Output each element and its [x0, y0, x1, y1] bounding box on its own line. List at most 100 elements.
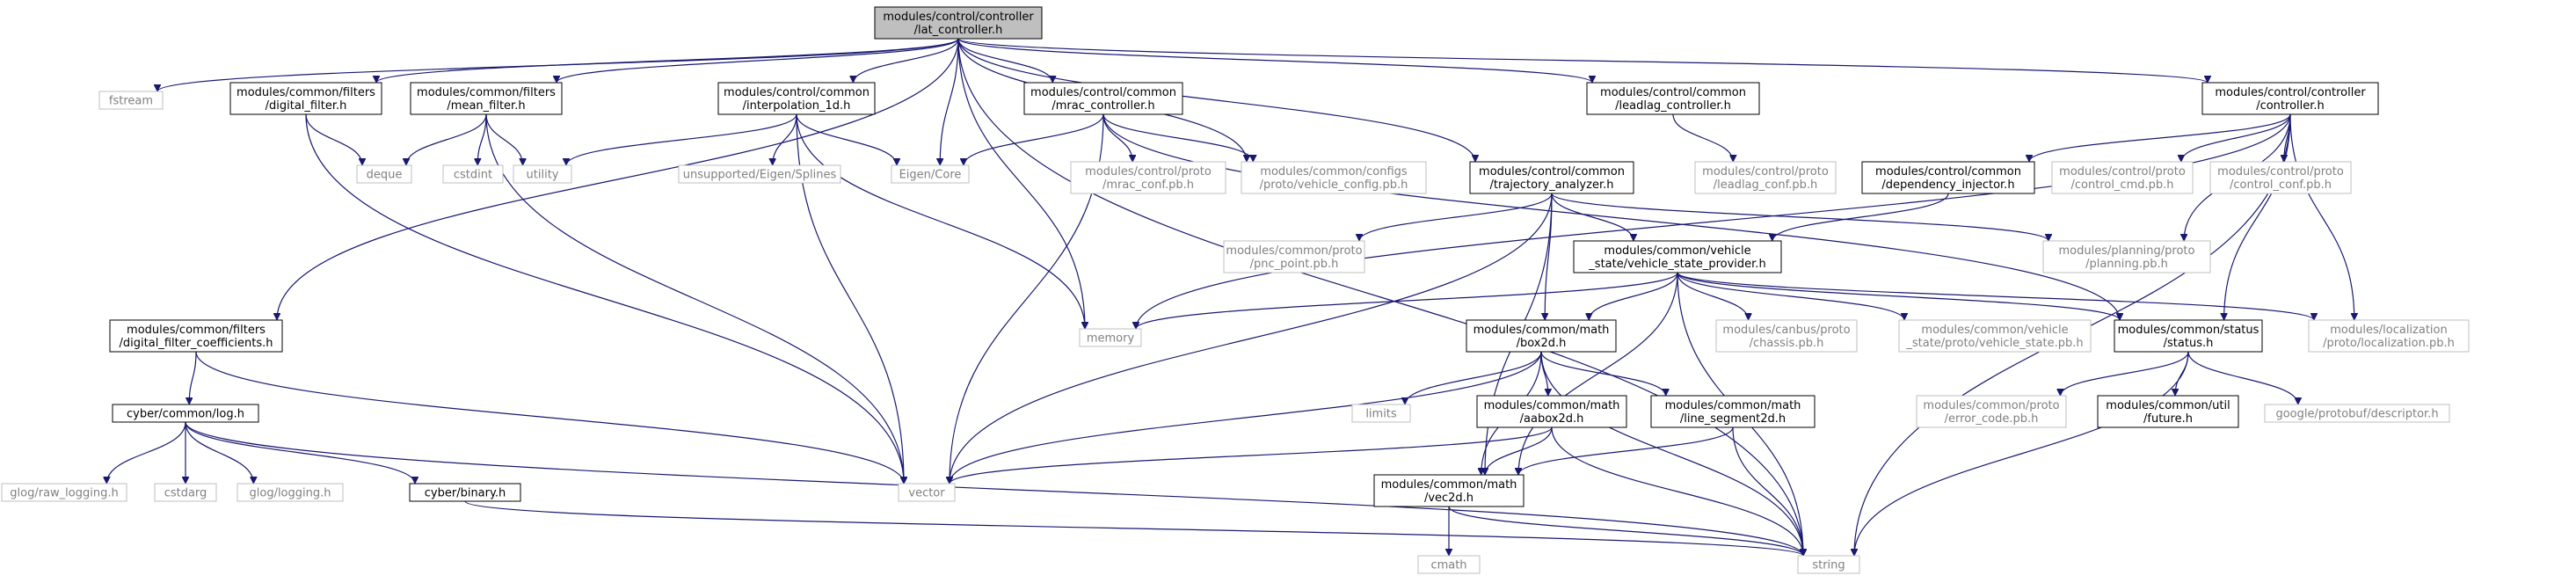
- edge-line-segment2d-to-vec2d: [1518, 426, 1734, 476]
- edge-status-to-string: [1854, 351, 2189, 556]
- node-trajectory-analyzer[interactable]: modules/control/common/trajectory_analyz…: [1469, 161, 1634, 194]
- edge-box2d-to-vector: [950, 351, 1542, 484]
- node-mean-filter-box: [410, 82, 563, 115]
- node-box2d[interactable]: modules/common/math/box2d.h: [1466, 319, 1617, 353]
- node-interpolation-1d-box: [717, 82, 876, 115]
- edge-aabox2d-to-string: [1551, 426, 1803, 556]
- edge-lat-controller-to-digital-filter-coefficients: [277, 38, 959, 320]
- node-glog-logging: glog/logging.h: [236, 483, 344, 502]
- node-mrac-controller-box: [1023, 82, 1183, 115]
- edge-trajectory-analyzer-to-vehicle-state-provider: [1551, 193, 1634, 242]
- edge-lat-controller-to-interpolation-1d: [853, 38, 959, 84]
- node-vec2d[interactable]: modules/common/math/vec2d.h: [1373, 474, 1524, 507]
- node-planning-pb: modules/planning/proto/planning.pb.h: [2042, 240, 2211, 273]
- edge-digital-filter-to-deque: [305, 113, 362, 166]
- node-digital-filter-label-line-2: /digital_filter.h: [266, 99, 347, 113]
- node-status[interactable]: modules/common/status/status.h: [2114, 319, 2263, 353]
- edge-lat-controller-to-controller: [957, 38, 2208, 84]
- node-glog-logging-box: [236, 483, 344, 502]
- node-box2d-label-line-2: /box2d.h: [1517, 337, 1567, 350]
- edge-controller-to-control-cmd: [2181, 113, 2291, 163]
- edge-aabox2d-to-vector: [950, 426, 1553, 485]
- edge-trajectory-analyzer-to-pnc-point: [1359, 193, 1553, 242]
- node-error-code-box: [1916, 395, 2067, 428]
- node-vehicle-state-pb: modules/common/vehicle_state/proto/vehic…: [1898, 319, 2092, 353]
- node-mrac-controller-label-line-2: /mrac_controller.h: [1052, 99, 1154, 113]
- node-box2d-label-line-1: modules/common/math: [1474, 324, 1610, 337]
- node-dependency-injector-box: [1861, 161, 2035, 194]
- edge-lat-controller-to-digital-filter: [376, 38, 959, 84]
- edge-vehicle-state-provider-to-vec2d: [1518, 272, 1678, 475]
- node-localization-label-line-2: /proto/localization.pb.h: [2323, 337, 2455, 350]
- edge-mrac-controller-to-vehicle-config: [1102, 113, 1253, 163]
- node-leadlag-controller-label-line-2: /leadlag_controller.h: [1615, 99, 1731, 113]
- node-aabox2d[interactable]: modules/common/math/aabox2d.h: [1476, 395, 1627, 428]
- edge-lat-controller-to-trajectory-analyzer: [957, 38, 1475, 162]
- node-digital-filter[interactable]: modules/common/filters/digital_filter.h: [229, 82, 382, 115]
- edge-vec2d-to-string: [1448, 506, 1803, 557]
- node-cyber-binary[interactable]: cyber/binary.h: [409, 483, 521, 502]
- node-cstdarg-label-line-1: cstdarg: [164, 487, 207, 500]
- edge-interpolation-1d-to-utility: [566, 113, 797, 166]
- node-deque-label-line-1: deque: [367, 169, 403, 182]
- node-error-code: modules/common/proto/error_code.pb.h: [1916, 395, 2067, 428]
- node-planning-pb-label-line-1: modules/planning/proto: [2059, 244, 2195, 258]
- node-vehicle-config-label-line-2: /proto/vehicle_config.pb.h: [1260, 179, 1408, 192]
- node-vector-box: [898, 483, 956, 502]
- edge-controller-to-memory: [1136, 113, 2291, 329]
- node-descriptor-label-line-1: google/protobuf/descriptor.h: [2275, 408, 2438, 421]
- node-vehicle-state-provider[interactable]: modules/common/vehicle_state/vehicle_sta…: [1573, 240, 1782, 273]
- node-log-label-line-1: cyber/common/log.h: [127, 408, 244, 421]
- node-memory: memory: [1079, 328, 1142, 347]
- node-digital-filter-box: [229, 82, 382, 115]
- node-control-cmd-label-line-2: /control_cmd.pb.h: [2070, 179, 2173, 192]
- node-vec2d-label-line-2: /vec2d.h: [1424, 492, 1474, 505]
- node-limits: limits: [1351, 404, 1411, 423]
- node-localization: modules/localization/proto/localization.…: [2308, 319, 2470, 353]
- edge-interpolation-1d-to-eigen-core: [796, 113, 897, 166]
- node-mean-filter[interactable]: modules/common/filters/mean_filter.h: [410, 82, 563, 115]
- edge-mrac-controller-to-eigen-core: [964, 113, 1104, 166]
- node-control-cmd-box: [2051, 161, 2194, 194]
- edge-controller-to-localization: [2289, 113, 2354, 320]
- node-dependency-injector[interactable]: modules/control/common/dependency_inject…: [1861, 161, 2035, 194]
- edge-digital-filter-coefficients-to-vector: [195, 351, 904, 484]
- node-string-label-line-1: string: [1812, 559, 1845, 572]
- node-planning-pb-label-line-2: /planning.pb.h: [2085, 258, 2168, 271]
- node-digital-filter-coefficients[interactable]: modules/common/filters/digital_filter_co…: [109, 319, 283, 353]
- edge-vehicle-state-provider-to-memory: [1136, 272, 1678, 330]
- node-eigen-core-box: [891, 164, 970, 184]
- node-future-box: [2097, 395, 2239, 428]
- edge-aabox2d-to-vec2d: [1485, 426, 1553, 476]
- node-controller[interactable]: modules/control/controller/controller.h: [2201, 82, 2379, 115]
- edges-layer: [106, 38, 2354, 557]
- node-aabox2d-box: [1476, 395, 1627, 428]
- node-fstream-label-line-1: fstream: [109, 95, 153, 108]
- node-leadlag-controller[interactable]: modules/control/common/leadlag_controlle…: [1586, 82, 1760, 115]
- edge-status-to-future: [2175, 351, 2189, 396]
- node-lat-controller[interactable]: modules/control/controller/lat_controlle…: [874, 6, 1043, 40]
- node-mrac-controller[interactable]: modules/control/common/mrac_controller.h: [1023, 82, 1183, 115]
- node-controller-box: [2201, 82, 2379, 115]
- node-line-segment2d-box: [1650, 395, 1816, 428]
- node-vehicle-config: modules/common/configs/proto/vehicle_con…: [1241, 161, 1427, 194]
- node-future[interactable]: modules/common/util/future.h: [2097, 395, 2239, 428]
- node-fstream-box: [98, 91, 164, 110]
- node-line-segment2d-label-line-2: /line_segment2d.h: [1680, 412, 1786, 426]
- node-box2d-box: [1466, 319, 1617, 353]
- node-memory-box: [1079, 328, 1142, 347]
- node-error-code-label-line-1: modules/common/proto: [1923, 399, 2059, 412]
- node-mean-filter-label-line-1: modules/common/filters: [417, 86, 556, 99]
- node-log[interactable]: cyber/common/log.h: [112, 404, 259, 423]
- edge-log-to-cyber-binary: [185, 421, 415, 485]
- node-utility-label-line-1: utility: [527, 169, 559, 182]
- edge-mrac-controller-to-status: [1102, 113, 2120, 320]
- node-lat-controller-label-line-1: modules/control/controller: [883, 11, 1034, 24]
- node-interpolation-1d[interactable]: modules/control/common/interpolation_1d.…: [717, 82, 876, 115]
- edge-vehicle-state-provider-to-box2d: [1589, 272, 1678, 321]
- node-eigen-splines: unsupported/Eigen/Splines: [678, 164, 841, 184]
- node-eigen-core: Eigen/Core: [891, 164, 970, 184]
- node-line-segment2d[interactable]: modules/common/math/line_segment2d.h: [1650, 395, 1816, 428]
- node-cstdarg-box: [154, 483, 217, 502]
